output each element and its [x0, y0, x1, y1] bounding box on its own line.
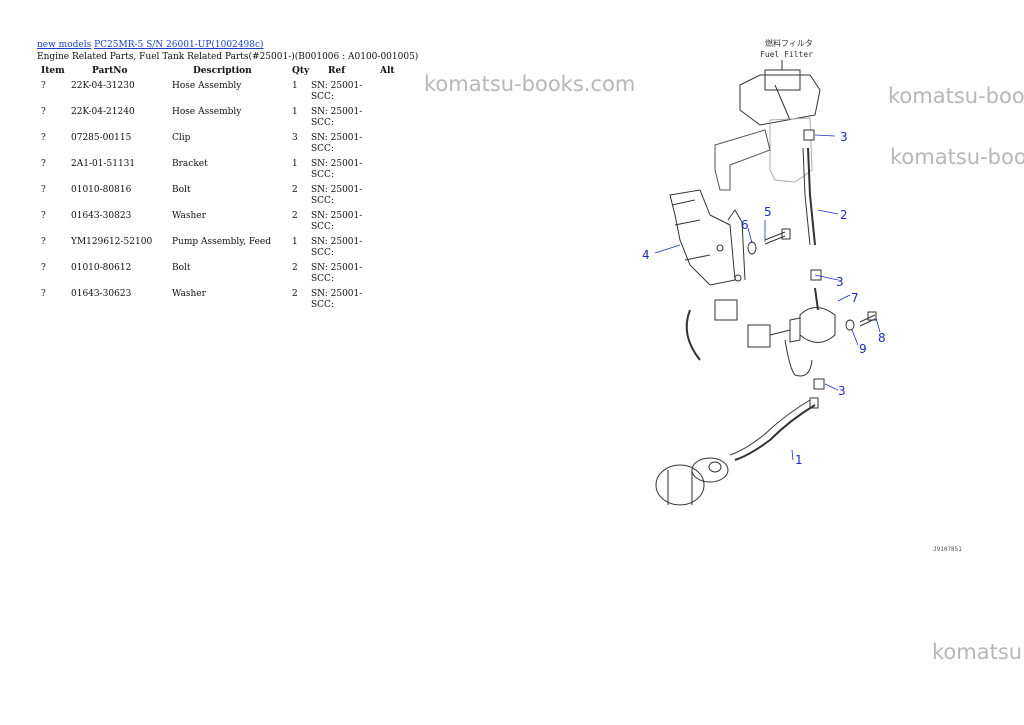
cell-partno: 01643-30823 — [71, 211, 132, 221]
cell-description: Hose Assembly — [172, 107, 242, 117]
cell-item: ? — [41, 185, 46, 195]
callout-3-lower: 3 — [838, 384, 846, 398]
callout-3-middle: 3 — [836, 275, 844, 289]
header-alt: Alt — [380, 66, 395, 76]
callout-5: 5 — [764, 205, 772, 219]
cell-ref: SN: 25001-SCC: — [311, 107, 363, 128]
page-subtitle: Engine Related Parts, Fuel Tank Related … — [37, 52, 419, 62]
table-row: ? 22K-04-31230 Hose Assembly 1 SN: 25001-SCC… — [37, 81, 400, 107]
cell-partno: 01010-80816 — [71, 185, 132, 195]
cell-qty: 2 — [292, 211, 298, 221]
cell-item: ? — [41, 107, 46, 117]
watermark: komatsu-boo — [888, 84, 1024, 108]
table-row: ? 07285-00115 Clip 3 SN: 25001-SCC: — [37, 133, 400, 159]
callout-7: 7 — [851, 291, 859, 305]
cell-ref: SN: 25001-SCC: — [311, 263, 363, 284]
cell-item: ? — [41, 211, 46, 221]
cell-alt — [380, 211, 400, 237]
table-row: ? 2A1-01-51131 Bracket 1 SN: 25001-SCC: — [37, 159, 400, 185]
fuel-filter-label-jp: 燃料フィルタ — [765, 38, 813, 48]
cell-ref: SN: 25001-SCC: — [311, 133, 363, 154]
header-description: Description — [193, 66, 252, 76]
cell-partno: 22K-04-21240 — [71, 107, 135, 117]
cell-alt — [380, 237, 400, 263]
cell-item: ? — [41, 133, 46, 143]
parts-table: Item PartNo Description Qty Ref Alt ? 22K… — [37, 66, 400, 315]
header-item: Item — [41, 66, 65, 76]
cell-item: ? — [41, 263, 46, 273]
cell-ref: SN: 25001-SCC: — [311, 237, 363, 258]
cell-ref: SN: 25001-SCC: — [311, 159, 363, 180]
cell-alt — [380, 81, 400, 107]
cell-partno: 01010-80612 — [71, 263, 132, 273]
callout-6: 6 — [741, 218, 749, 232]
cell-qty: 1 — [292, 159, 298, 169]
cell-alt — [380, 159, 400, 185]
cell-alt — [380, 289, 400, 315]
callout-1: 1 — [795, 453, 803, 467]
cell-item: ? — [41, 81, 46, 91]
cell-qty: 1 — [292, 107, 298, 117]
cell-qty: 3 — [292, 133, 298, 143]
callout-4: 4 — [642, 248, 650, 262]
cell-partno: 2A1-01-51131 — [71, 159, 136, 169]
cell-qty: 2 — [292, 289, 298, 299]
cell-item: ? — [41, 289, 46, 299]
table-row: ? 01010-80816 Bolt 2 SN: 25001-SCC: — [37, 185, 400, 211]
table-row: ? 22K-04-21240 Hose Assembly 1 SN: 25001-SCC… — [37, 107, 400, 133]
callout-2: 2 — [840, 208, 848, 222]
header-qty: Qty — [292, 66, 310, 76]
cell-description: Washer — [172, 289, 206, 299]
cell-ref: SN: 25001-SCC: — [311, 211, 363, 232]
callout-8: 8 — [878, 331, 886, 345]
cell-qty: 1 — [292, 81, 298, 91]
figure-code: J9107851 — [933, 546, 962, 553]
table-row: ? 01643-30823 Washer 2 SN: 25001-SCC: — [37, 211, 400, 237]
cell-description: Bolt — [172, 263, 191, 273]
header-ref: Ref — [328, 66, 346, 76]
cell-description: Bracket — [172, 159, 208, 169]
cell-alt — [380, 263, 400, 289]
cell-item: ? — [41, 159, 46, 169]
cell-qty: 1 — [292, 237, 298, 247]
callout-9: 9 — [859, 342, 867, 356]
cell-description: Bolt — [172, 185, 191, 195]
breadcrumb: new models PC25MR-5 S/N 26001-UP(1002498… — [37, 40, 264, 50]
cell-ref: SN: 25001-SCC: — [311, 289, 363, 310]
watermark: komatsu-books.com — [424, 72, 636, 96]
cell-description: Pump Assembly, Feed — [172, 237, 272, 247]
cell-alt — [380, 185, 400, 211]
cell-description: Hose Assembly — [172, 81, 242, 91]
fuel-filter-label-en: Fuel Filter — [760, 50, 813, 59]
breadcrumb-link-model[interactable]: PC25MR-5 S/N 26001-UP(1002498c) — [94, 40, 264, 50]
cell-ref: SN: 25001-SCC: — [311, 81, 363, 102]
cell-partno: 07285-00115 — [71, 133, 132, 143]
parts-diagram: 燃料フィルタ Fuel Filter 3 2 3 4 5 6 7 8 9 3 1… — [642, 38, 962, 553]
breadcrumb-link-new-models[interactable]: new models — [37, 40, 92, 50]
table-header-row: Item PartNo Description Qty Ref Alt — [37, 66, 400, 81]
cell-alt — [380, 133, 400, 159]
cell-qty: 2 — [292, 185, 298, 195]
callout-3-top: 3 — [840, 130, 848, 144]
table-row: ? 01010-80612 Bolt 2 SN: 25001-SCC: — [37, 263, 400, 289]
cell-description: Clip — [172, 133, 191, 143]
cell-partno: 22K-04-31230 — [71, 81, 135, 91]
cell-qty: 2 — [292, 263, 298, 273]
watermark: komatsu-boo — [890, 145, 1024, 169]
cell-description: Washer — [172, 211, 206, 221]
cell-partno: YM129612-52100 — [71, 237, 153, 247]
cell-partno: 01643-30623 — [71, 289, 132, 299]
cell-item: ? — [41, 237, 46, 247]
cell-ref: SN: 25001-SCC: — [311, 185, 363, 206]
cell-alt — [380, 107, 400, 133]
watermark: komatsu — [932, 640, 1023, 664]
table-row: ? YM129612-52100 Pump Assembly, Feed 1 SN: 2… — [37, 237, 400, 263]
table-row: ? 01643-30623 Washer 2 SN: 25001-SCC: — [37, 289, 400, 315]
header-partno: PartNo — [92, 66, 128, 76]
